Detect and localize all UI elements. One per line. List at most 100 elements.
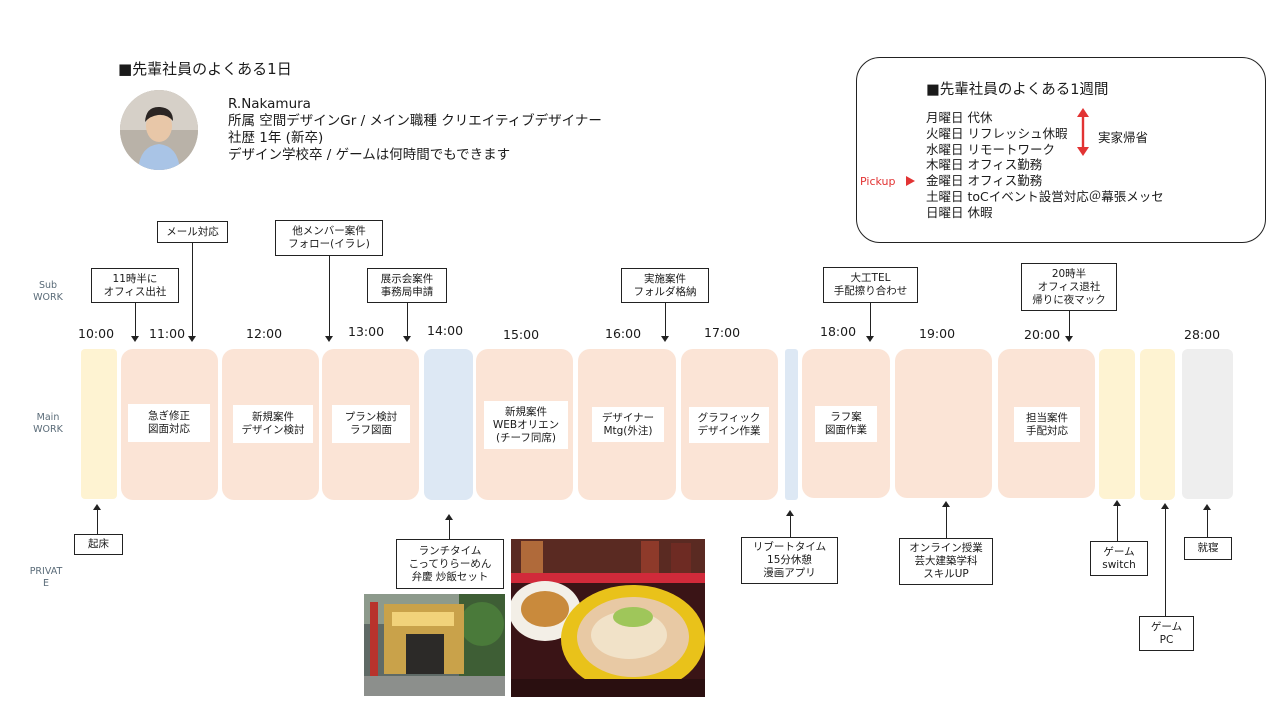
time-label: 18:00 [820, 324, 857, 339]
arrow-up-icon [1203, 504, 1211, 510]
time-label: 14:00 [427, 323, 464, 338]
weekday-item: 木曜日 オフィス勤務 [926, 157, 1043, 173]
arrow-down-icon [1065, 336, 1073, 342]
task-label: 担当案件 手配対応 [1014, 407, 1080, 442]
task-label: 新規案件 WEBオリエン (チーフ同席) [484, 401, 568, 449]
weekday-item: 火曜日 リフレッシュ休暇 [926, 125, 1068, 141]
callout-line [790, 515, 791, 537]
private-callout: ランチタイム こってりらーめん 弁慶 炒飯セット [396, 539, 504, 589]
arrow-up-icon [445, 514, 453, 520]
task-block: デザイナー Mtg(外注) [578, 349, 676, 500]
sub-callout: メール対応 [157, 221, 228, 243]
page-title: ■先輩社員のよくある1日 [118, 60, 292, 78]
time-label: 17:00 [704, 325, 741, 340]
arrow-up-icon [93, 504, 101, 510]
profile-background: デザイン学校卒 / ゲームは何時間でもできます [228, 147, 511, 163]
time-label: 11:00 [149, 326, 186, 341]
game-switch-block [1099, 349, 1135, 499]
ramen-set-photo [511, 539, 705, 697]
profile-block: R.Nakamura 所属 空間デザインGr / メイン職種 クリエイティブデザ… [228, 96, 602, 164]
private-callout: オンライン授業 芸大建築学科 スキルUP [899, 538, 993, 585]
task-block: 担当案件 手配対応 [998, 349, 1095, 498]
profile-name: R.Nakamura [228, 96, 311, 112]
task-label: デザイナー Mtg(外注) [592, 407, 664, 442]
callout-line [870, 303, 871, 337]
arrow-down-icon [403, 336, 411, 342]
task-block: 新規案件 デザイン検討 [222, 349, 319, 500]
sub-callout: 実施案件 フォルダ格納 [621, 268, 709, 303]
callout-line [192, 243, 193, 337]
callout-line [665, 303, 666, 337]
callout-line [329, 256, 330, 337]
time-label: 13:00 [348, 324, 385, 339]
arrow-up-icon [786, 510, 794, 516]
task-block: ラフ案 図面作業 [802, 349, 890, 498]
task-label: 急ぎ修正 図面対応 [128, 404, 210, 442]
time-label: 10:00 [78, 326, 115, 341]
sleep-block [1182, 349, 1233, 499]
callout-line [1117, 505, 1118, 541]
weekly-schedule-box [856, 57, 1266, 243]
weekday-item: 日曜日 休暇 [926, 204, 993, 220]
arrow-down-icon [866, 336, 874, 342]
callout-line [946, 506, 947, 538]
callout-line [449, 519, 450, 539]
sub-callout: 20時半 オフィス退社 帰りに夜マック [1021, 263, 1117, 311]
lunch-block [424, 349, 473, 500]
arrow-up-icon [1113, 500, 1121, 506]
sub-callout: 他メンバー案件 フォロー(イラレ) [275, 220, 383, 256]
arrow-up-icon [942, 501, 950, 507]
weekday-item: 金曜日 オフィス勤務 [926, 173, 1043, 189]
game-pc-block [1140, 349, 1175, 500]
callout-line [97, 509, 98, 534]
arrow-down-icon [661, 336, 669, 342]
time-label: 20:00 [1024, 327, 1061, 342]
callout-line [1165, 508, 1166, 616]
arrow-up-icon [1161, 503, 1169, 509]
task-label: ラフ案 図面作業 [815, 406, 877, 442]
time-label: 28:00 [1184, 327, 1221, 342]
wake-block [81, 349, 117, 499]
weekday-item: 月曜日 代休 [926, 110, 993, 125]
sub-callout: 大工TEL 手配擦り合わせ [823, 267, 918, 303]
task-block: 新規案件 WEBオリエン (チーフ同席) [476, 349, 573, 500]
time-label: 19:00 [919, 326, 956, 341]
weekday-item: 水曜日 リモートワーク [926, 141, 1055, 157]
restaurant-storefront-photo [364, 594, 505, 696]
task-label: グラフィック デザイン作業 [689, 407, 769, 443]
callout-line [1069, 311, 1070, 337]
arrow-down-icon [131, 336, 139, 342]
private-callout: リブートタイム 15分休憩 漫画アプリ [741, 537, 838, 584]
row-label-main: Main WORK [33, 412, 63, 435]
task-block: プラン検討 ラフ図面 [322, 349, 419, 500]
callout-line [407, 303, 408, 337]
weekly-title: ■先輩社員のよくある1週間 [926, 82, 1109, 98]
avatar [120, 90, 198, 170]
private-callout: 起床 [74, 534, 123, 555]
sub-callout: 11時半に オフィス出社 [91, 268, 179, 303]
task-block: グラフィック デザイン作業 [681, 349, 778, 500]
sub-callout: 展示会案件 事務局申請 [367, 268, 447, 303]
private-callout: 就寝 [1184, 537, 1232, 560]
arrow-down-icon [325, 336, 333, 342]
row-label-sub: Sub WORK [33, 280, 63, 303]
task-label: 新規案件 デザイン検討 [233, 405, 313, 443]
profile-tenure: 社歴 1年 (新卒) [228, 130, 324, 146]
arrow-down-icon [188, 336, 196, 342]
time-label: 16:00 [605, 326, 642, 341]
callout-line [1207, 509, 1208, 537]
double-arrow-icon [1077, 108, 1089, 156]
pickup-label: Pickup [860, 175, 896, 188]
weekly-day-list: 月曜日 代休 火曜日 リフレッシュ休暇 水曜日 リモートワーク 木曜日 オフィス… [926, 110, 1164, 221]
task-label: プラン検討 ラフ図面 [332, 405, 410, 443]
private-callout: ゲーム PC [1139, 616, 1194, 651]
time-label: 12:00 [246, 326, 283, 341]
pickup-arrow-icon [906, 176, 915, 186]
private-callout: ゲーム switch [1090, 541, 1148, 576]
home-visit-note: 実家帰省 [1098, 130, 1149, 145]
task-block: 急ぎ修正 図面対応 [121, 349, 218, 500]
callout-line [135, 303, 136, 337]
study-block [895, 349, 992, 498]
break-block [785, 349, 798, 500]
time-label: 15:00 [503, 327, 540, 342]
